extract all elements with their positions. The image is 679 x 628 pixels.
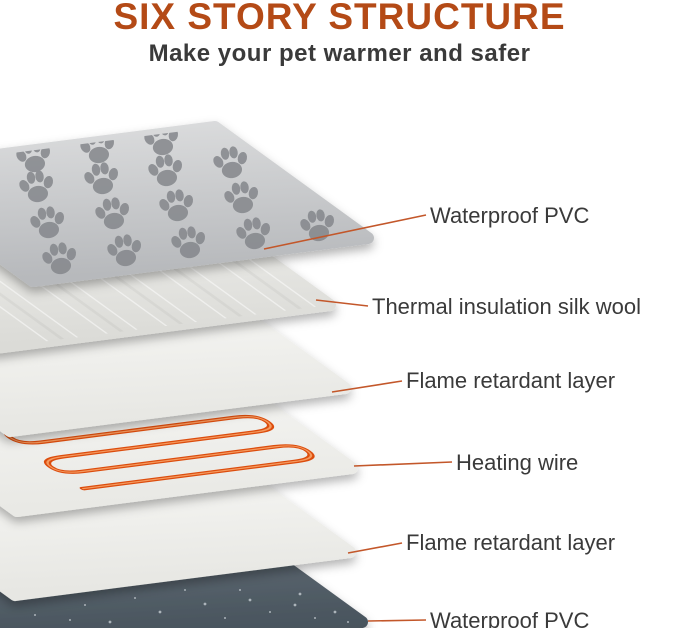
layer-waterproof-pvc-top	[0, 121, 374, 287]
page-title: SIX STORY STRUCTURE	[113, 0, 566, 37]
layer-label-flame-retardant-2: Flame retardant layer	[406, 530, 616, 555]
page-subtitle: Make your pet warmer and safer	[148, 40, 531, 67]
leader-line-waterproof-pvc-top	[263, 214, 427, 250]
layer-label-waterproof-pvc-top: Waterproof PVC	[430, 203, 590, 228]
leader-line-flame-retardant-2	[347, 542, 403, 554]
leader-line-thermal-insulation	[315, 299, 369, 307]
leader-line-flame-retardant-1	[331, 380, 403, 393]
layer-label-heating-wire: Heating wire	[456, 450, 579, 475]
leader-lines	[263, 214, 453, 622]
leader-line-heating-wire	[353, 461, 453, 467]
layer-label-thermal-insulation: Thermal insulation silk wool	[372, 294, 641, 319]
leader-line-waterproof-pvc-bottom	[367, 619, 427, 622]
layer-label-waterproof-pvc-bottom: Waterproof PVC	[430, 608, 590, 628]
layer-label-flame-retardant-1: Flame retardant layer	[406, 368, 616, 393]
